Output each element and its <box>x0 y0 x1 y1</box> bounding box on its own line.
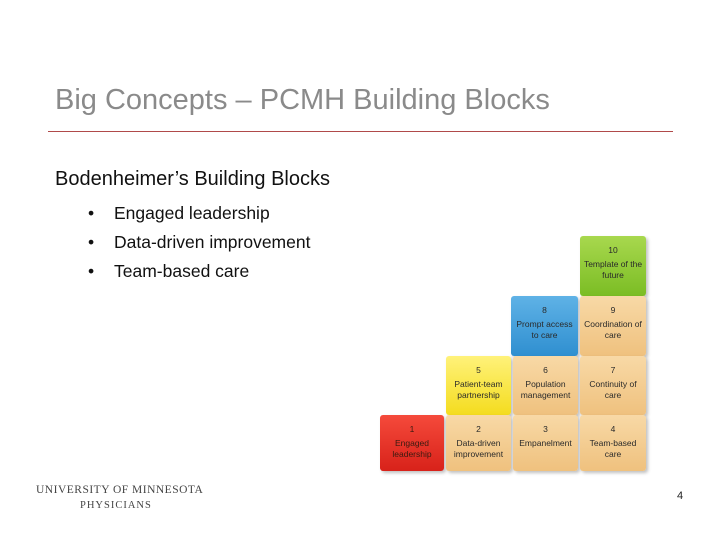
block-number: 4 <box>610 424 616 434</box>
block-10: 10 Template of the future <box>580 236 646 296</box>
block-label: Population management <box>520 379 571 400</box>
block-label: Data-driven improvement <box>453 438 504 459</box>
block-label: Template of the future <box>583 259 643 280</box>
university-logo: UNIVERSITY OF MINNESOTA PHYSICIANS <box>36 484 203 511</box>
block-4: 4 Team-based care <box>580 415 646 471</box>
bullet-item: • Data-driven improvement <box>88 230 310 259</box>
block-number: 1 <box>409 424 415 434</box>
block-5: 5 Patient-team partnership <box>446 356 511 415</box>
block-number: 3 <box>543 424 548 434</box>
logo-line-physicians: PHYSICIANS <box>80 500 152 511</box>
bullet-list: • Engaged leadership • Data-driven improve… <box>88 201 310 288</box>
page-number: 4 <box>677 490 684 502</box>
bullet-marker: • <box>88 203 95 223</box>
bullet-item: • Team-based care <box>88 259 310 288</box>
block-1: 1 Engaged leadership <box>380 415 444 471</box>
block-3: 3 Empanelment <box>513 415 578 471</box>
block-label: Engaged leadership <box>392 438 432 459</box>
block-2: 2 Data-driven improvement <box>446 415 511 471</box>
building-blocks-diagram: 10 Template of the future 8 Prompt acces… <box>378 236 650 474</box>
block-number: 8 <box>542 305 547 315</box>
bullet-marker: • <box>88 261 95 281</box>
block-number: 5 <box>476 365 481 375</box>
block-number: 6 <box>543 365 548 375</box>
bullet-text: Engaged leadership <box>114 203 270 223</box>
block-8: 8 Prompt access to care <box>511 296 578 356</box>
block-number: 2 <box>476 424 481 434</box>
bullet-text: Team-based care <box>114 261 250 281</box>
block-6: 6 Population management <box>513 356 578 415</box>
block-7: 7 Continuity of care <box>580 356 646 415</box>
block-label: Patient-team partnership <box>454 379 503 400</box>
bullet-item: • Engaged leadership <box>88 201 310 230</box>
block-label: Prompt access to care <box>516 319 573 340</box>
block-label: Team-based care <box>589 438 637 459</box>
slide-subtitle: Bodenheimer’s Building Blocks <box>55 168 330 190</box>
title-divider <box>48 131 673 132</box>
block-label: Coordination of care <box>584 319 642 340</box>
logo-line-university: UNIVERSITY OF MINNESOTA <box>36 484 204 496</box>
slide-title: Big Concepts – PCMH Building Blocks <box>55 84 550 116</box>
block-number: 7 <box>610 365 616 375</box>
block-number: 10 <box>608 245 618 255</box>
block-9: 9 Coordination of care <box>580 296 646 356</box>
block-number: 9 <box>610 305 616 315</box>
block-label: Empanelment <box>519 438 572 448</box>
bullet-text: Data-driven improvement <box>114 232 311 252</box>
block-label: Continuity of care <box>589 379 637 400</box>
bullet-marker: • <box>88 232 95 252</box>
